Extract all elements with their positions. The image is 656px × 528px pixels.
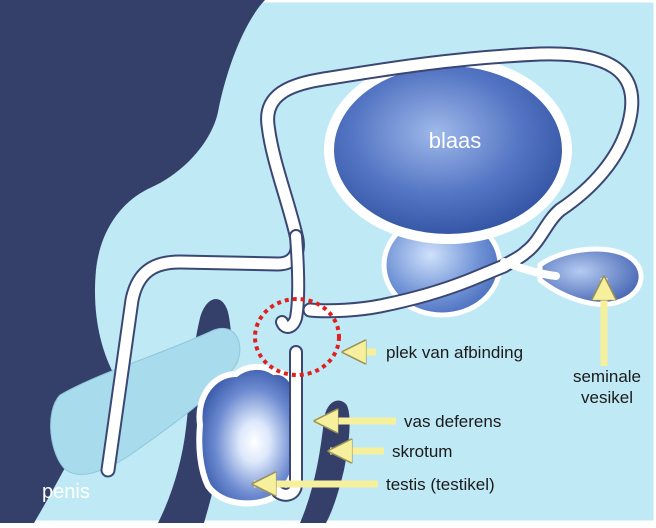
label-vas-deferens: vas deferens	[404, 412, 501, 431]
label-scrotum: skrotum	[392, 442, 452, 461]
label-seminal-vesicle-line1: seminale	[573, 367, 641, 386]
label-ligation-site: plek van afbinding	[386, 343, 523, 362]
label-bladder: blaas	[429, 128, 482, 153]
label-seminal-vesicle-line2: vesikel	[581, 388, 633, 407]
label-testis: testis (testikel)	[386, 475, 495, 494]
label-penis: penis	[42, 481, 90, 503]
